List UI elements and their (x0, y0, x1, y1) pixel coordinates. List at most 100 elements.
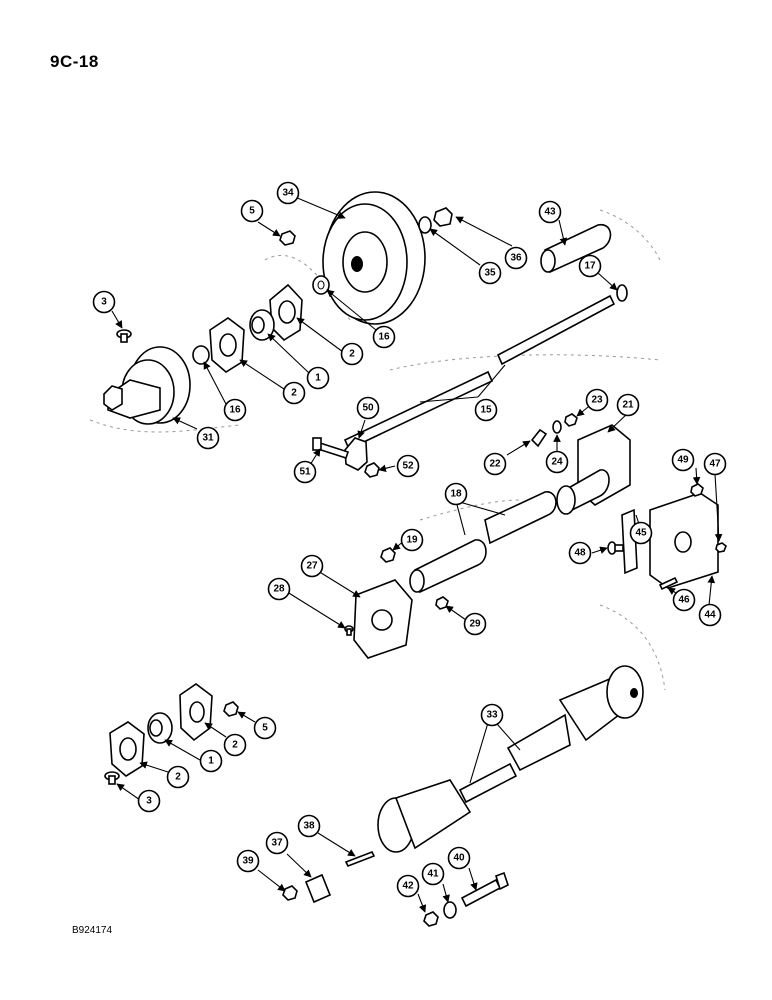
callout-29: 29 (463, 612, 487, 636)
washer-16-upper (312, 275, 330, 295)
bolt-28 (344, 625, 354, 636)
callout-49: 49 (671, 448, 695, 472)
carriage-bolt-3-upper (116, 329, 132, 343)
flange-plate-2c (179, 683, 213, 742)
sprocket-hub-31 (103, 346, 191, 425)
callout-15: 15 (474, 398, 498, 422)
callout-35: 35 (478, 261, 502, 285)
svg-text:46: 46 (678, 595, 690, 606)
callout-51: 51 (293, 460, 317, 484)
callout-31: 31 (196, 426, 220, 450)
svg-text:23: 23 (591, 395, 603, 406)
svg-text:5: 5 (249, 206, 255, 217)
callout-2-lower-a: 2 (223, 733, 247, 757)
callout-46: 46 (672, 588, 696, 612)
carriage-bolt-3-lower (104, 771, 120, 785)
nut-47 (715, 542, 727, 553)
screw-46 (658, 576, 679, 591)
callout-21: 21 (616, 393, 640, 417)
callout-48: 48 (568, 541, 592, 565)
bearing-1-lower (147, 712, 173, 744)
svg-text:1: 1 (315, 373, 321, 384)
washer-35 (418, 216, 432, 234)
svg-text:18: 18 (450, 489, 462, 500)
tube-18 (409, 491, 557, 594)
svg-text:43: 43 (544, 207, 556, 218)
svg-text:33: 33 (486, 710, 498, 721)
callout-38: 38 (297, 814, 321, 838)
svg-text:17: 17 (584, 261, 596, 272)
svg-text:45: 45 (635, 528, 647, 539)
svg-text:42: 42 (402, 881, 414, 892)
callout-1-lower: 1 (199, 749, 223, 773)
svg-text:19: 19 (406, 535, 418, 546)
flange-plate-2d (109, 721, 145, 777)
coupler-37 (304, 873, 332, 904)
nut-39 (282, 885, 298, 901)
plate-27 (353, 579, 413, 659)
svg-text:24: 24 (551, 457, 563, 468)
svg-text:28: 28 (273, 584, 285, 595)
svg-text:21: 21 (622, 400, 634, 411)
svg-text:29: 29 (469, 619, 481, 630)
bearing-plate-44 (649, 492, 719, 589)
callout-24: 24 (545, 450, 569, 474)
nut-42 (423, 911, 439, 927)
callout-22: 22 (483, 452, 507, 476)
washer-24 (552, 420, 562, 434)
driveshaft-33 (377, 665, 644, 853)
washer-16-left (192, 345, 210, 365)
callout-34: 34 (276, 181, 300, 205)
svg-text:51: 51 (299, 467, 311, 478)
svg-text:37: 37 (271, 838, 283, 849)
svg-text:48: 48 (574, 548, 586, 559)
callout-39: 39 (236, 849, 260, 873)
callout-18: 18 (444, 482, 468, 506)
svg-text:2: 2 (232, 740, 238, 751)
callout-52: 52 (396, 454, 420, 478)
sleeve-43 (540, 223, 612, 274)
leader-lines (111, 196, 723, 913)
svg-text:3: 3 (101, 297, 107, 308)
callout-28: 28 (267, 577, 291, 601)
svg-text:50: 50 (362, 403, 374, 414)
clip-22 (530, 428, 548, 448)
svg-text:39: 39 (242, 856, 254, 867)
nut-19 (380, 547, 396, 563)
carriage-bolt-48 (607, 541, 624, 555)
svg-text:40: 40 (453, 853, 465, 864)
svg-text:36: 36 (510, 253, 522, 264)
svg-text:2: 2 (349, 349, 355, 360)
nut-23 (564, 413, 578, 427)
callout-36: 36 (504, 246, 528, 270)
svg-text:52: 52 (402, 461, 414, 472)
svg-text:27: 27 (306, 561, 318, 572)
callout-19: 19 (400, 528, 424, 552)
callout-40: 40 (447, 846, 471, 870)
callout-2-upper-a: 2 (340, 342, 364, 366)
nut-5-upper (279, 230, 296, 246)
callout-1-upper: 1 (306, 366, 330, 390)
washer-17 (616, 284, 628, 302)
callout-43: 43 (538, 200, 562, 224)
svg-text:44: 44 (704, 610, 716, 621)
page-number: 9C-18 (50, 52, 99, 71)
callout-44: 44 (698, 603, 722, 627)
callout-27: 27 (300, 554, 324, 578)
nut-36 (433, 207, 453, 227)
bearing-1-upper (249, 309, 275, 341)
callout-5-lower: 5 (253, 716, 277, 740)
svg-text:1: 1 (208, 756, 214, 767)
bolt-51 (312, 437, 350, 460)
callout-41: 41 (421, 862, 445, 886)
svg-text:41: 41 (427, 869, 439, 880)
nut-5-lower (223, 701, 239, 717)
flange-plate-2a (269, 283, 303, 342)
callout-23: 23 (585, 388, 609, 412)
washer-41 (443, 901, 457, 919)
svg-text:49: 49 (677, 455, 689, 466)
callout-45: 45 (629, 521, 653, 545)
svg-text:5: 5 (262, 723, 268, 734)
callout-42: 42 (396, 874, 420, 898)
